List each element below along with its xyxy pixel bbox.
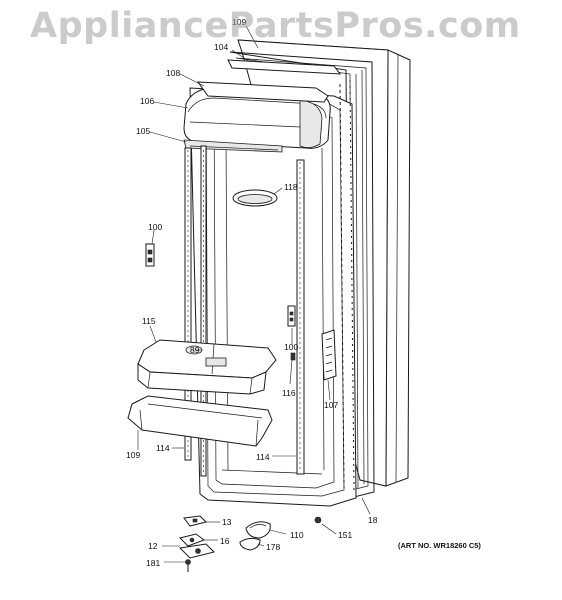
callout-115: 115 <box>142 316 156 326</box>
top-cap <box>183 87 331 149</box>
callout-100-right: 100 <box>284 342 298 352</box>
callout-16: 16 <box>220 536 230 546</box>
art-number: (ART NO. WR18260 C5) <box>398 541 481 550</box>
handle-recess <box>232 189 278 207</box>
callout-labels: 109 104 108 106 105 118 100 115 89 100 1… <box>126 17 378 568</box>
callout-13: 13 <box>222 517 232 527</box>
callout-110: 110 <box>290 530 304 540</box>
right-shelf-rail <box>296 159 305 475</box>
callout-181: 181 <box>146 558 160 568</box>
callout-106: 106 <box>140 96 154 106</box>
small-clip <box>290 352 296 361</box>
lower-door-bin <box>127 395 273 447</box>
callout-114-left: 114 <box>156 443 170 453</box>
callout-104: 104 <box>214 42 228 52</box>
callout-114-right: 114 <box>256 452 270 462</box>
callout-109-top: 109 <box>232 17 246 27</box>
hinge-bushing <box>179 533 206 547</box>
hinge-cover <box>245 521 271 539</box>
callout-100-left: 100 <box>148 222 162 232</box>
hinge-screw <box>185 559 191 572</box>
callout-89: 89 <box>190 345 200 355</box>
callout-109-bottom: 109 <box>126 450 140 460</box>
callout-107: 107 <box>324 400 338 410</box>
shelf-clip-right <box>287 305 296 327</box>
callout-108: 108 <box>166 68 180 78</box>
upper-door-bin <box>137 339 277 395</box>
callout-116: 116 <box>282 388 296 398</box>
callout-151: 151 <box>338 530 352 540</box>
hinge-plate <box>183 515 207 527</box>
leader-lines <box>137 25 371 563</box>
watermark-text: AppliancePartsPros.com <box>30 6 521 46</box>
door-stop-screw <box>314 516 322 524</box>
callout-12: 12 <box>148 541 158 551</box>
gasket-ridges <box>339 79 355 491</box>
hinge-bracket <box>178 543 215 559</box>
callout-105: 105 <box>136 126 150 136</box>
shelf-clip-left <box>145 243 155 267</box>
top-trim <box>196 59 342 103</box>
inner-left-rail <box>200 145 207 477</box>
callout-118: 118 <box>284 182 298 192</box>
callout-18: 18 <box>368 515 378 525</box>
callout-178: 178 <box>266 542 280 552</box>
hinge-cap <box>239 537 261 551</box>
side-vents <box>321 329 337 381</box>
